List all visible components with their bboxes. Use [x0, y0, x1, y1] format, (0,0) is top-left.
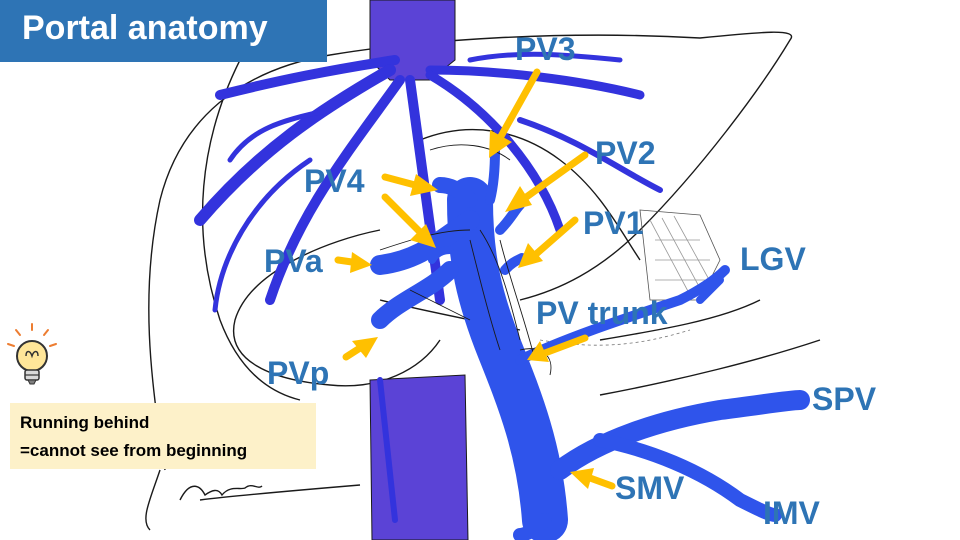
- arrow-smv: [570, 468, 616, 490]
- title-bar: Portal anatomy: [0, 0, 327, 62]
- label-pv4: PV4: [304, 163, 365, 199]
- artist-signature: [179, 485, 263, 501]
- hatched-region: [539, 209, 721, 346]
- label-lgv: LGV: [740, 241, 806, 277]
- note-line-1: Running behind: [20, 413, 150, 432]
- arrow-pva: [334, 252, 372, 273]
- label-pv3: PV3: [515, 31, 576, 67]
- arrow-pv4-upper: [381, 173, 438, 196]
- label-pva: PVa: [264, 243, 323, 279]
- arrow-pv-trunk: [527, 334, 589, 362]
- label-pv-trunk: PV trunk: [536, 295, 668, 331]
- liver-outline: [145, 31, 821, 531]
- arrow-pv3: [489, 68, 541, 158]
- label-pv1: PV1: [583, 205, 644, 241]
- label-imv: IMV: [763, 495, 820, 531]
- arrow-pv1: [518, 216, 579, 268]
- page-title: Portal anatomy: [22, 9, 268, 47]
- label-pv2: PV2: [595, 135, 656, 171]
- arrow-pv2: [505, 151, 589, 212]
- note-box: Running behind =cannot see from beginnin…: [10, 403, 316, 469]
- note-line-2: =cannot see from beginning: [20, 441, 248, 460]
- label-pvp: PVp: [267, 355, 330, 391]
- arrow-pvp: [342, 337, 378, 361]
- label-spv: SPV: [812, 381, 877, 417]
- lightbulb-icon: [7, 323, 57, 385]
- arrow-pv4-lower: [381, 193, 436, 248]
- pointer-arrows: [334, 68, 616, 490]
- label-smv: SMV: [615, 470, 685, 506]
